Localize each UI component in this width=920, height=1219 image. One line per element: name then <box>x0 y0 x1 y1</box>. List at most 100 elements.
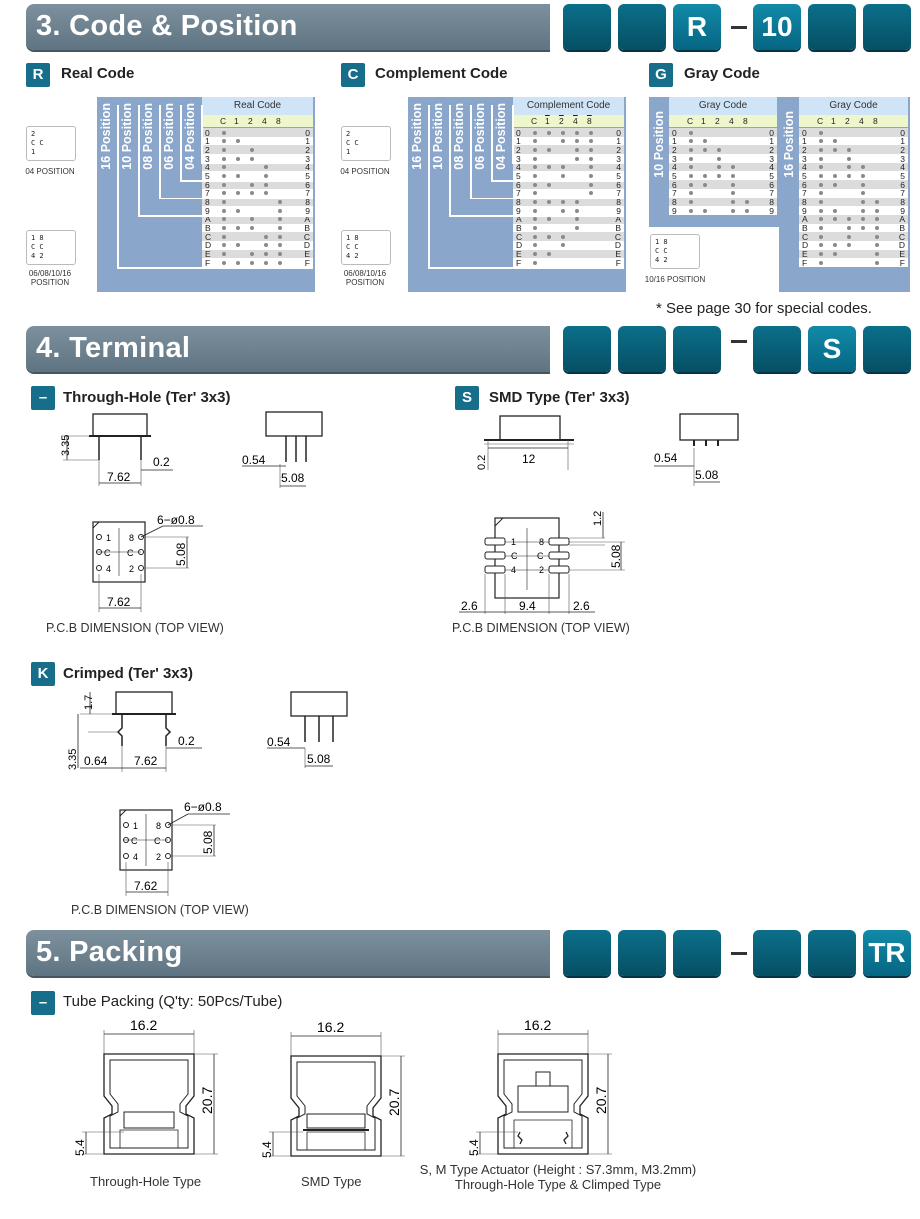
row-label: 6 <box>672 179 677 190</box>
code-dot <box>533 252 537 257</box>
pin-label: 8 <box>156 821 161 831</box>
code-dot <box>222 139 226 144</box>
row-label: 7 <box>802 188 807 199</box>
row-label: 3 <box>769 153 774 164</box>
code-dot <box>222 182 226 187</box>
code-dot <box>819 243 823 248</box>
code-dot <box>278 226 282 231</box>
row-label: 5 <box>769 170 774 181</box>
code-dot <box>236 191 240 196</box>
row-label: 7 <box>616 188 621 199</box>
code-slot-6 <box>863 4 911 50</box>
dim-16-2: 16.2 <box>524 1017 551 1033</box>
pin-label: 8 <box>539 537 544 547</box>
code-dot <box>589 147 593 152</box>
complement-code-title: Complement Code <box>375 65 508 82</box>
code-dot <box>589 156 593 161</box>
position-label: 10 Position <box>120 103 134 170</box>
code-dot <box>264 252 268 257</box>
code-dot <box>533 200 537 204</box>
range-marker <box>449 215 624 217</box>
code-dot <box>731 208 735 213</box>
code-dot <box>847 234 851 239</box>
terminal-slot-1 <box>563 326 611 372</box>
code-dot <box>278 208 282 213</box>
pin-label: C <box>131 836 138 846</box>
dim-0-54: 0.54 <box>242 453 266 467</box>
row-label: 2 <box>769 144 774 155</box>
code-slot-2 <box>618 4 666 50</box>
code-dot <box>575 130 579 135</box>
code-dot <box>819 191 823 196</box>
row-label: 4 <box>900 162 905 173</box>
code-dot <box>819 200 823 204</box>
column-label: C <box>687 116 694 126</box>
code-dot <box>222 217 226 222</box>
column-label: 8 <box>587 116 592 126</box>
position-label: 16 Position <box>410 103 424 170</box>
row-label: 6 <box>516 179 521 190</box>
code-dot <box>847 217 851 222</box>
row-label: 2 <box>205 144 210 155</box>
row-label: 0 <box>769 127 774 138</box>
code-dot <box>222 243 226 248</box>
dim-5-08: 5.08 <box>281 471 305 485</box>
column-label: 2 <box>248 116 253 126</box>
through-hole-end-view: 0.54 5.08 <box>242 411 323 488</box>
row-label: 6 <box>802 179 807 190</box>
crimped-side-view: 1.7 3.35 0.64 7.62 0.2 <box>67 691 202 772</box>
code-dot <box>533 173 537 178</box>
code-dot <box>547 165 551 170</box>
dim-5-08: 5.08 <box>307 752 331 766</box>
code-slot-1 <box>563 4 611 50</box>
code-dot <box>819 173 823 178</box>
code-dot <box>689 165 693 170</box>
code-dot <box>731 182 735 187</box>
code-dot <box>533 139 537 144</box>
code-dot <box>847 243 851 248</box>
row-label: 7 <box>305 188 310 199</box>
code-dot <box>703 139 707 144</box>
pin-label: 1 <box>511 537 516 547</box>
code-dot <box>861 191 865 196</box>
row-label: 3 <box>802 153 807 164</box>
position-label: 08 Position <box>452 103 466 170</box>
row-label: 3 <box>672 153 677 164</box>
terminal-slot-6 <box>863 326 911 372</box>
through-hole-title: Through-Hole (Ter' 3x3) <box>63 389 231 406</box>
code-dot <box>833 217 837 222</box>
code-dot <box>589 182 593 187</box>
code-dot <box>731 173 735 178</box>
dim-0-2: 0.2 <box>153 455 170 469</box>
code-dot <box>847 165 851 170</box>
row-label: F <box>615 257 621 268</box>
range-marker <box>138 215 313 217</box>
row-label: F <box>899 257 905 268</box>
caption-actuator: S, M Type Actuator (Height : S7.3mm, M3.… <box>419 1162 697 1192</box>
code-dot <box>561 139 565 144</box>
row-label: 7 <box>516 188 521 199</box>
range-marker <box>159 105 161 198</box>
column-label: 4 <box>262 116 267 126</box>
column-label: 2 <box>559 116 564 126</box>
row-label: 3 <box>205 153 210 164</box>
pin-label: 1 <box>133 821 138 831</box>
row-label: 8 <box>516 197 521 207</box>
packing-slot-3 <box>673 930 721 976</box>
code-dot <box>547 217 551 222</box>
pcb-caption: P.C.B DIMENSION (TOP VIEW) <box>46 621 224 635</box>
